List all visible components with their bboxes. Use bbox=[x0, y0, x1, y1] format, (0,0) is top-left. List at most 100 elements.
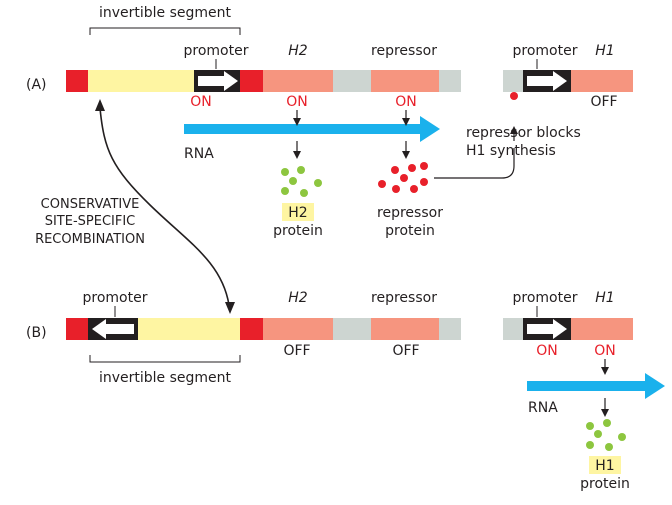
red-dot bbox=[420, 178, 428, 186]
h1-protein-word: protein bbox=[580, 476, 630, 492]
green-dot bbox=[594, 430, 602, 438]
panel-b-tag: (B) bbox=[26, 325, 47, 341]
h1-protein-tag: H1 bbox=[595, 458, 614, 474]
block-line1: repressor blocks bbox=[466, 125, 581, 141]
state-h2-b: OFF bbox=[283, 343, 310, 359]
h2-gene-b bbox=[263, 318, 333, 340]
red-dot bbox=[378, 180, 386, 188]
rep-protein-line2: protein bbox=[385, 223, 435, 239]
state-repressor-a: ON bbox=[395, 94, 417, 110]
segment-label-b: invertible segment bbox=[99, 370, 232, 386]
segment-bracket-a bbox=[89, 27, 241, 35]
panel-a: invertible segment promoter H2 repressor… bbox=[26, 5, 633, 239]
rna-arrow-b bbox=[527, 373, 665, 399]
invertible-segment-a bbox=[88, 70, 194, 92]
recomb-arrowhead-up bbox=[95, 99, 105, 111]
state-promoter-a: ON bbox=[190, 94, 212, 110]
green-dot bbox=[586, 422, 594, 430]
dna-bar-b2 bbox=[503, 318, 633, 340]
red-dot bbox=[391, 166, 399, 174]
h1-label-b: H1 bbox=[595, 290, 614, 306]
spacer-a3 bbox=[503, 70, 523, 92]
green-dot bbox=[300, 189, 308, 197]
recomb-site-right-b bbox=[240, 318, 263, 340]
h2-gene-a bbox=[263, 70, 333, 92]
promoter-label-b: promoter bbox=[83, 290, 148, 306]
panel-b: promoter H2 repressor promoter H1 (B) OF… bbox=[26, 290, 665, 492]
recomb-site-left-b bbox=[66, 318, 88, 340]
h1-gene-a bbox=[571, 70, 633, 92]
bound-repressor-dot bbox=[510, 92, 518, 100]
promoter-label-a: promoter bbox=[184, 43, 249, 59]
red-dot bbox=[392, 185, 400, 193]
state-h1-b: ON bbox=[594, 343, 616, 359]
state-repressor-b: OFF bbox=[392, 343, 419, 359]
repressor-protein-dots bbox=[378, 162, 428, 193]
promoter2-arrow-right-b bbox=[527, 319, 567, 339]
h2-protein-tag-box bbox=[282, 203, 314, 221]
h1-gene-b bbox=[571, 318, 633, 340]
h2-protein-dots bbox=[281, 166, 322, 197]
rna-label-a: RNA bbox=[184, 146, 214, 162]
recomb-site-right-a bbox=[240, 70, 263, 92]
red-dot bbox=[410, 185, 418, 193]
promoter2-label-b: promoter bbox=[513, 290, 578, 306]
red-dot bbox=[400, 174, 408, 182]
h1-protein-dots bbox=[586, 419, 626, 451]
rna-arrow-a bbox=[184, 116, 440, 142]
green-dot bbox=[605, 443, 613, 451]
spacer-a2 bbox=[439, 70, 461, 92]
promoter-arrow-right-a bbox=[198, 71, 238, 91]
spacer-a1 bbox=[333, 70, 371, 92]
state-h2-a: ON bbox=[286, 94, 308, 110]
spacer-b3 bbox=[503, 318, 523, 340]
dna-bar-a2 bbox=[503, 70, 633, 92]
recombination: CONSERVATIVE SITE-SPECIFIC RECOMBINATION bbox=[35, 99, 235, 314]
recomb-curve bbox=[99, 107, 230, 306]
spacer-b2 bbox=[439, 318, 461, 340]
repressor-connector bbox=[434, 148, 515, 179]
dna-bar-a bbox=[66, 70, 461, 92]
h2-label-b: H2 bbox=[288, 290, 308, 306]
repressor-label-b: repressor bbox=[371, 290, 437, 306]
promoter-arrow-left-b bbox=[92, 319, 134, 339]
segment-label-a: invertible segment bbox=[99, 5, 232, 21]
h2-protein-tag: H2 bbox=[288, 205, 307, 221]
promoter2-arrow-right-a bbox=[527, 71, 567, 91]
green-dot bbox=[618, 433, 626, 441]
segment-bracket-b bbox=[89, 355, 241, 363]
repressor-gene-b bbox=[371, 318, 439, 340]
green-dot bbox=[586, 441, 594, 449]
spacer-b1 bbox=[333, 318, 371, 340]
panel-a-tag: (A) bbox=[26, 77, 47, 93]
dna-bar-b bbox=[66, 318, 461, 340]
state-promoter2-b: ON bbox=[536, 343, 558, 359]
block-line2: H1 synthesis bbox=[466, 143, 556, 159]
invertible-segment-b bbox=[138, 318, 240, 340]
green-dot bbox=[289, 177, 297, 185]
h1-protein-tag-box bbox=[589, 456, 621, 474]
repressor-gene-a bbox=[371, 70, 439, 92]
h2-label-a: H2 bbox=[288, 43, 308, 59]
green-dot bbox=[281, 168, 289, 176]
recomb-line2: SITE-SPECIFIC bbox=[45, 214, 136, 229]
green-dot bbox=[603, 419, 611, 427]
red-dot bbox=[408, 164, 416, 172]
repressor-label-a: repressor bbox=[371, 43, 437, 59]
red-dot bbox=[420, 162, 428, 170]
recomb-arrowhead-down bbox=[225, 302, 235, 314]
promoter2-label-a: promoter bbox=[513, 43, 578, 59]
rep-protein-line1: repressor bbox=[377, 205, 443, 221]
h2-protein-word: protein bbox=[273, 223, 323, 239]
recomb-site-left-a bbox=[66, 70, 88, 92]
rna-label-b: RNA bbox=[528, 400, 558, 416]
recomb-line3: RECOMBINATION bbox=[35, 232, 145, 247]
green-dot bbox=[297, 166, 305, 174]
h1-label-a: H1 bbox=[595, 43, 614, 59]
recomb-line1: CONSERVATIVE bbox=[41, 197, 140, 212]
green-dot bbox=[281, 187, 289, 195]
green-dot bbox=[314, 179, 322, 187]
state-h1-a: OFF bbox=[590, 94, 617, 110]
